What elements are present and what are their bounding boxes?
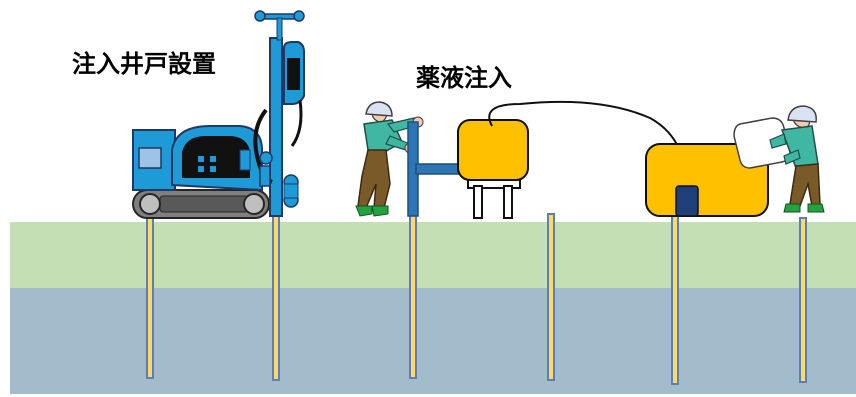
injection-connector (407, 121, 465, 217)
injection-pipe-5 (671, 213, 679, 385)
drilling-machine (132, 10, 305, 219)
injection-pipe-1 (146, 207, 154, 379)
worker-left-helmet (365, 101, 393, 117)
groundwater-layer (10, 288, 856, 394)
ground-surface-layer (10, 222, 856, 288)
mixing-tank (457, 119, 529, 219)
injection-pipe-4 (547, 213, 555, 381)
label-well-installation: 注入井戸設置 (72, 50, 216, 78)
worker-left-pants (357, 149, 391, 209)
pump-box (675, 185, 699, 217)
injection-pipe-6 (799, 217, 807, 383)
worker-right-pants (789, 163, 821, 207)
chemical-tank (645, 143, 769, 217)
injection-pipe-2 (272, 207, 280, 381)
label-chemical-injection: 薬液注入 (416, 64, 512, 92)
injection-pipe-3 (409, 209, 417, 379)
worker-right-helmet (787, 105, 817, 123)
machine-mast (269, 37, 283, 217)
worker-right (733, 105, 825, 213)
chemical-bag (733, 117, 791, 169)
